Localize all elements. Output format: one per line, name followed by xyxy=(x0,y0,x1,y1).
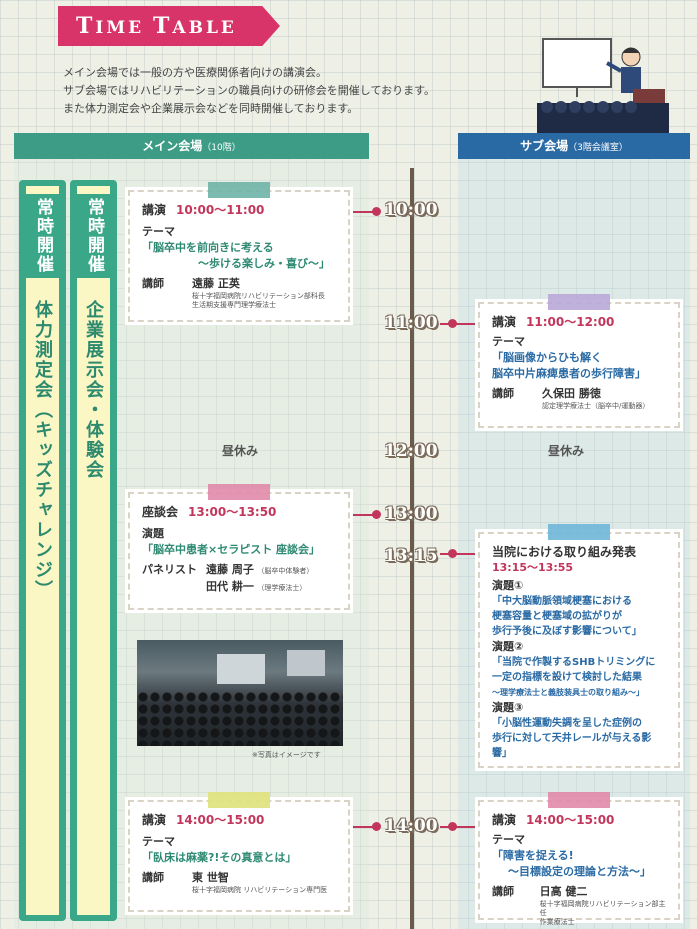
tape xyxy=(208,792,270,808)
time-label-1300: 13:00 xyxy=(384,504,438,524)
banner-head: 常時開催 xyxy=(25,194,60,278)
main-venue-header: メイン会場（10階） xyxy=(14,133,369,159)
main-lunch-label: 昼休み xyxy=(222,444,259,458)
banner-exhibition: 常時開催 企業展示会・体験会 xyxy=(70,180,117,921)
connector-dot xyxy=(372,207,381,216)
banner-head: 常時開催 xyxy=(76,194,111,278)
banner-body: 企業展示会・体験会 xyxy=(83,300,104,480)
tape xyxy=(548,294,610,310)
connector xyxy=(440,553,486,555)
connector xyxy=(440,826,486,828)
time-label-1200: 12:00 xyxy=(384,441,438,461)
connector xyxy=(440,323,486,325)
time-label-1000: 10:00 xyxy=(384,200,438,220)
connector-dot xyxy=(448,319,457,328)
time-label-1315: 13:15 xyxy=(384,546,438,566)
sub-venue-header: サブ会場（3階会議室） xyxy=(458,133,690,159)
tape xyxy=(548,524,610,540)
connector-dot xyxy=(448,822,457,831)
intro-text: メイン会場では一般の方や医療関係者向けの講演会。 サブ会場ではリハビリテーション… xyxy=(63,66,436,115)
tape xyxy=(208,484,270,500)
connector-dot xyxy=(372,822,381,831)
timeline-axis xyxy=(410,168,414,929)
sub-session-2-card: 当院における取り組み発表 13:15〜13:55 演題① 「中大脳動脈領域梗塞に… xyxy=(478,524,680,768)
photo-note: ※写真はイメージです xyxy=(252,751,321,759)
tape xyxy=(548,792,610,808)
banner-fitness-test: 常時開催 体力測定会（キッズチャレンジ） xyxy=(19,180,66,921)
connector-dot xyxy=(372,510,381,519)
connector-dot xyxy=(448,549,457,558)
page-title: TIME TABLE xyxy=(58,6,280,46)
lecture-illustration xyxy=(537,38,669,141)
seminar-photo xyxy=(137,640,343,746)
time-label-1100: 11:00 xyxy=(384,313,438,333)
sub-lunch-label: 昼休み xyxy=(548,444,585,458)
time-label-1400: 14:00 xyxy=(384,816,438,836)
tape xyxy=(208,182,270,198)
banner-body: 体力測定会（キッズチャレンジ） xyxy=(32,300,53,600)
